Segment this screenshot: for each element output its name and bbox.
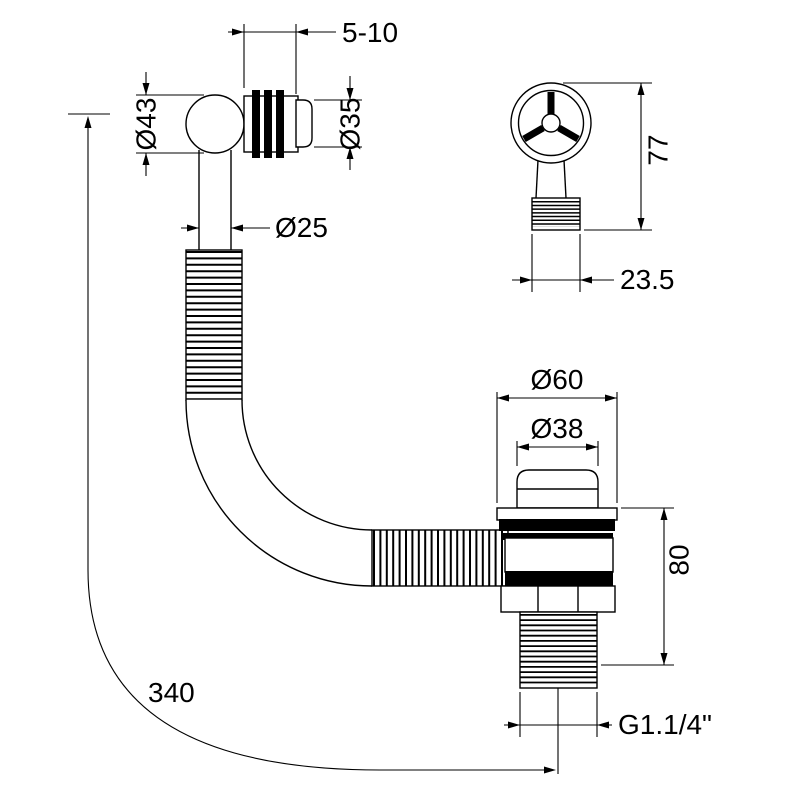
dim-label-waste-height: 80	[664, 544, 695, 575]
overflow-hub	[541, 113, 561, 133]
arrowhead	[346, 88, 354, 100]
waste-thread	[519, 611, 598, 689]
waste-fitting	[496, 469, 618, 774]
dim-flange-diameter: Ø60	[496, 364, 618, 503]
dim-label-overflow-thread: 23.5	[620, 264, 675, 295]
arrowhead	[586, 443, 598, 451]
arrowhead	[231, 224, 243, 232]
corrugated-section-horizontal	[371, 529, 509, 587]
dim-waste-thread-size: G1.1/4"	[504, 692, 712, 740]
waste-flange	[496, 507, 618, 521]
dim-label-hose-tail-diameter: Ø25	[275, 212, 328, 243]
overflow-thread	[531, 197, 581, 231]
elbow-bend-housing	[185, 94, 245, 154]
overflow-elbow-front-view	[185, 90, 313, 158]
dim-hose-length: 340	[68, 113, 556, 774]
dim-elbow-diameter: Ø43	[131, 72, 204, 176]
dim-wall-thickness: 5-10	[228, 17, 398, 94]
arrowhead	[660, 508, 668, 520]
arrowhead	[84, 116, 92, 128]
arrowhead	[580, 276, 592, 284]
dim-label-elbow-diameter: Ø43	[131, 98, 162, 151]
dim-label-wall-thickness: 5-10	[342, 17, 398, 48]
dimension-annotations: 5-10 Ø43 Ø35 Ø25	[68, 17, 712, 774]
dim-overflow-thread: 23.5	[512, 234, 675, 295]
waste-seal-lower	[505, 571, 613, 586]
arrowhead	[187, 224, 199, 232]
hose-tail	[199, 145, 231, 250]
arrowhead	[520, 276, 532, 284]
arrowhead	[605, 394, 617, 402]
dim-label-plug-diameter: Ø38	[531, 413, 584, 444]
hose-bend	[185, 399, 373, 587]
arrowhead	[544, 766, 556, 774]
arrowhead	[637, 218, 645, 230]
dim-plug-diameter: Ø38	[516, 413, 599, 466]
flexible-hose	[185, 145, 509, 587]
overflow-grate-spokes	[522, 92, 580, 143]
dim-label-waste-thread-size: G1.1/4"	[618, 709, 712, 740]
arrowhead	[142, 153, 150, 165]
waste-backnut	[500, 585, 616, 613]
dim-waste-height: 80	[601, 507, 695, 666]
arrowhead	[232, 28, 244, 36]
overflow-side-view	[510, 82, 592, 231]
corrugated-section-vertical	[185, 249, 243, 401]
dim-label-flange-diameter: Ø60	[531, 364, 584, 395]
seal-ring	[276, 90, 284, 158]
seal-ring	[252, 90, 260, 158]
overflow-face-inner	[517, 89, 585, 157]
dim-overflow-height: 77	[563, 82, 674, 231]
overflow-end-cap	[295, 99, 313, 148]
waste-seal-upper	[499, 519, 615, 531]
arrowhead	[346, 147, 354, 159]
arrowhead	[660, 653, 668, 665]
arrowhead	[296, 28, 308, 36]
arrowhead	[142, 83, 150, 95]
waste-body	[504, 537, 614, 573]
waste-seal-mid	[501, 533, 613, 540]
dim-label-hose-length: 340	[148, 677, 195, 708]
arrowhead	[517, 443, 529, 451]
seal-ring	[264, 90, 272, 158]
arrowhead	[508, 721, 520, 729]
arrowhead	[637, 83, 645, 95]
dim-label-overflow-height: 77	[643, 134, 674, 165]
arrowhead	[597, 721, 609, 729]
arrowhead	[497, 394, 509, 402]
dim-connector-diameter: Ø35	[314, 76, 366, 170]
dim-hose-tail-diameter: Ø25	[181, 212, 328, 243]
dim-label-connector-diameter: Ø35	[335, 98, 366, 151]
